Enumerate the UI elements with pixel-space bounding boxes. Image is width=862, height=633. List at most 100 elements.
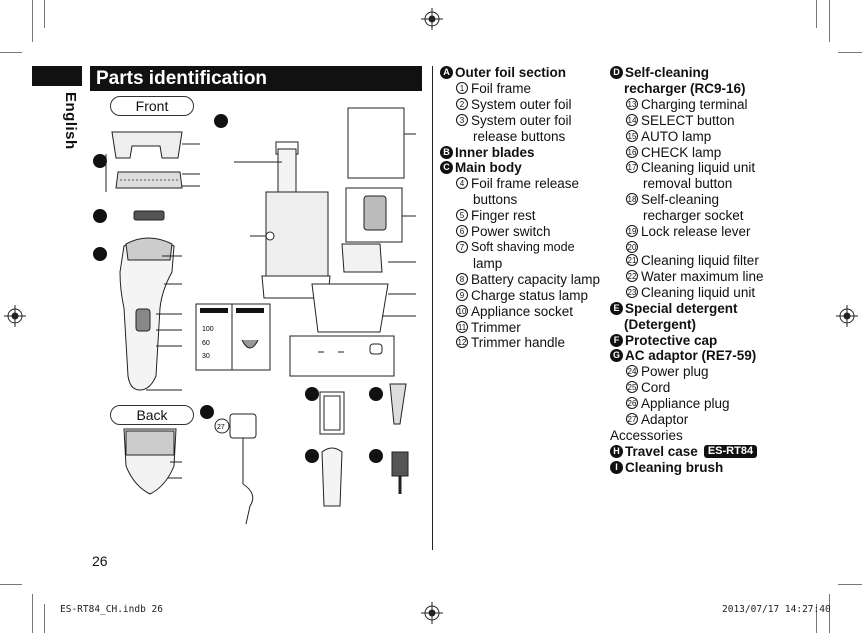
section-letter-badge: C — [440, 161, 453, 175]
item-text: release buttons — [473, 128, 566, 144]
part-number-circle: 9 — [456, 288, 468, 301]
part-number-circle: 17 — [626, 161, 638, 174]
item-text: SELECT button — [641, 112, 735, 128]
footer-file: ES-RT84_CH.indb 26 — [60, 604, 163, 615]
part-item-continued: removal button — [610, 176, 764, 192]
section-letter-badge: F — [610, 333, 623, 347]
crop-mark — [0, 52, 22, 53]
part-number-circle: 7 — [456, 240, 468, 253]
item-text: Charging terminal — [641, 96, 748, 112]
item-text: Main body — [455, 160, 522, 176]
item-text: CHECK lamp — [641, 144, 722, 160]
part-number-circle: 19 — [626, 225, 638, 238]
footer-timestamp: 2013/07/17 14:27:40 — [722, 604, 831, 615]
crop-mark — [816, 604, 817, 633]
part-number-circle: 26 — [626, 397, 638, 410]
item-text: Soft shaving mode — [471, 239, 575, 254]
item-text: Trimmer — [471, 319, 521, 335]
crop-mark — [44, 0, 45, 28]
item-text: Appliance plug — [641, 396, 730, 412]
part-number-circle: 27 — [626, 413, 638, 426]
part-number-circle: 18 — [626, 193, 638, 206]
part-item-continued: buttons — [440, 192, 600, 208]
item-text: Foil frame release — [471, 176, 580, 192]
part-item-continued: release buttons — [440, 129, 600, 145]
item-text: Cord — [641, 380, 671, 396]
item-text: Cleaning liquid unit — [641, 284, 756, 300]
page-number: 26 — [92, 553, 108, 569]
section-letter-badge: H — [610, 444, 623, 458]
part-number-circle: 2 — [456, 97, 468, 110]
section-letter-badge: A — [440, 66, 453, 79]
parts-illustration: 100 60 30 27 — [93, 107, 416, 524]
item-text: Charge status lamp — [471, 287, 589, 303]
item-text: AUTO lamp — [641, 128, 712, 144]
crop-mark — [838, 584, 862, 585]
crop-mark — [816, 0, 817, 28]
registration-mark-icon — [421, 8, 443, 30]
section-letter-badge: I — [610, 460, 623, 474]
lamp-label: 60 — [202, 340, 210, 347]
part-number-circle: 14 — [626, 113, 638, 126]
part-number-circle: 25 — [626, 381, 638, 394]
column-divider — [432, 66, 433, 550]
crop-mark — [32, 0, 33, 42]
registration-mark-icon — [836, 305, 858, 327]
item-text: Power plug — [641, 364, 709, 380]
item-text: lamp — [473, 255, 503, 271]
item-text: Water maximum line — [641, 268, 764, 284]
item-text: removal button — [643, 176, 733, 192]
item-text: Cleaning brush — [625, 459, 724, 475]
crop-mark — [44, 604, 45, 633]
section-letter-badge: G — [610, 349, 623, 363]
section-letter-badge: E — [610, 301, 623, 315]
item-text: Inner blades — [455, 144, 535, 160]
part-number-circle: 20 — [626, 240, 638, 253]
item-text: recharger socket — [643, 208, 744, 224]
page-title: Parts identification — [90, 66, 422, 91]
part-number-circle: 4 — [456, 177, 468, 190]
crop-mark — [32, 594, 33, 633]
crop-mark — [838, 52, 862, 53]
section-letter-badge: B — [440, 145, 453, 159]
item-text: Adaptor — [641, 412, 689, 428]
part-number-circle: 11 — [456, 320, 468, 333]
crop-mark — [829, 0, 830, 42]
part-number-circle: 21 — [626, 253, 638, 266]
item-text: Power switch — [471, 224, 551, 240]
item-text: Trimmer handle — [471, 335, 566, 351]
part-item: 20 — [610, 240, 764, 253]
crop-mark — [829, 594, 830, 633]
item-text: Foil frame — [471, 80, 532, 96]
item-text: Battery capacity lamp — [471, 271, 601, 287]
back-label: Back — [110, 405, 194, 425]
item-text: AC adaptor (RE7-59) — [625, 348, 757, 364]
part-number-circle: 16 — [626, 145, 638, 158]
part-number-circle: 10 — [456, 304, 468, 317]
